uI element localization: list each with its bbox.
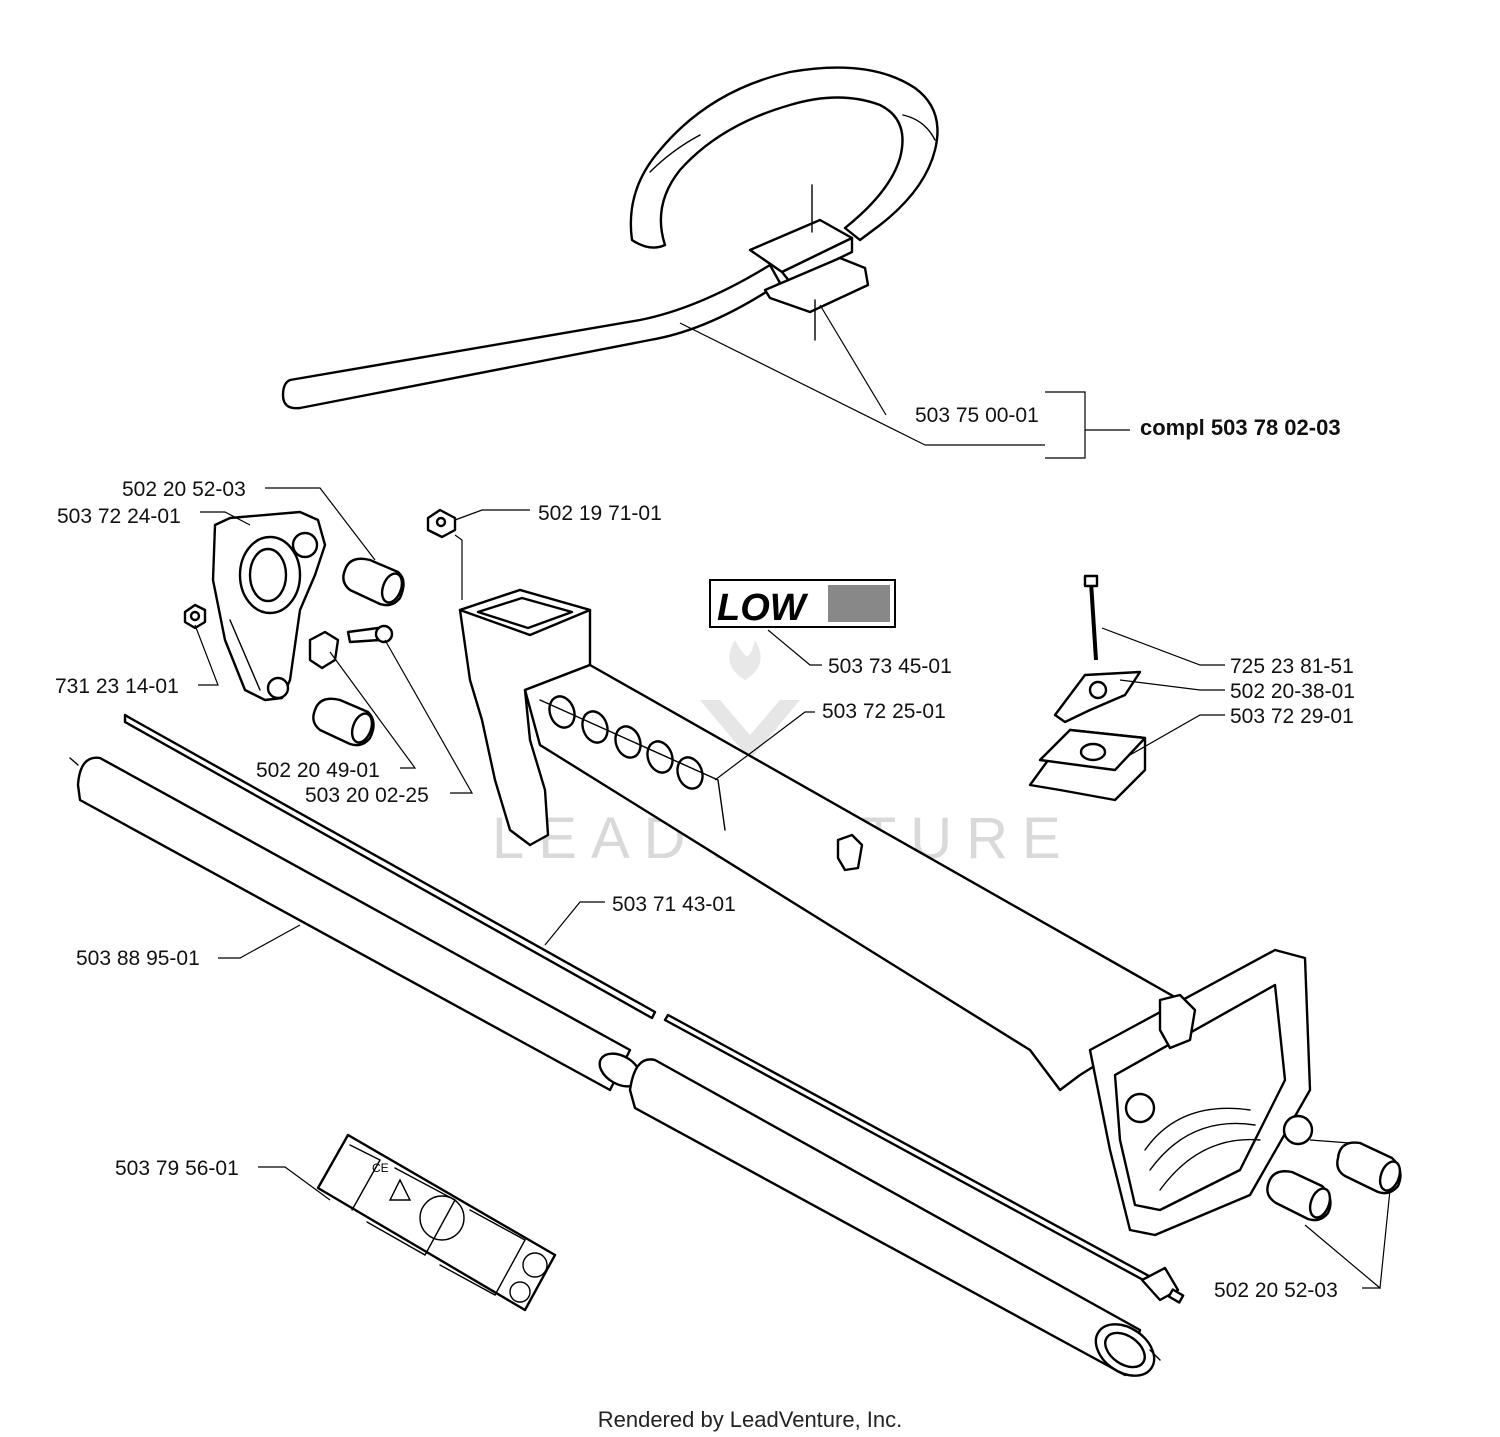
label-screw: 503 20 02-25 (305, 784, 429, 807)
label-nut-small: 502 19 71-01 (538, 502, 662, 525)
driveshaft (123, 713, 1185, 1304)
label-cap-bottom: 502 20 52-03 (1214, 1279, 1338, 1302)
upper-housing (458, 588, 592, 847)
label-clip: 502 20 49-01 (256, 759, 380, 782)
decal-low: LOW (709, 579, 896, 629)
label-bracket: 503 72 24-01 (57, 505, 181, 528)
loop-handle (629, 66, 939, 249)
label-clamp: 503 72 29-01 (1230, 705, 1354, 728)
caps-bottom-right (1266, 1141, 1402, 1222)
handle-assembly (281, 66, 939, 410)
label-decal-warning: 503 79 56-01 (115, 1157, 239, 1180)
label-tube: 503 88 95-01 (76, 947, 200, 970)
decal-ce-icon: CE (372, 1161, 389, 1175)
clip (308, 630, 340, 670)
footer-credit: Rendered by LeadVenture, Inc. (598, 1407, 903, 1432)
label-housing: 503 72 25-01 (822, 700, 946, 723)
tube (69, 756, 1161, 1377)
label-handle-compl: compl 503 78 02-03 (1140, 415, 1341, 440)
bracket-assembly (183, 510, 405, 747)
tube-lower (628, 1058, 1142, 1377)
label-driveshaft: 503 71 43-01 (612, 893, 736, 916)
label-bolt: 725 23 81-51 (1230, 655, 1354, 678)
label-handle: 503 75 00-01 (915, 404, 1039, 427)
label-knob: 502 20-38-01 (1230, 680, 1355, 703)
clamp-assembly (1028, 574, 1147, 802)
decal-warning: CE (316, 1133, 557, 1312)
housing-assembly (458, 588, 1314, 1237)
decal-low-text: LOW (717, 587, 809, 629)
label-cap-top: 502 20 52-03 (122, 478, 246, 501)
label-nut: 731 23 14-01 (55, 675, 179, 698)
label-decal-low: 503 73 45-01 (828, 655, 952, 678)
handle-bar (281, 263, 782, 410)
handle-clamp-lower (763, 256, 870, 314)
